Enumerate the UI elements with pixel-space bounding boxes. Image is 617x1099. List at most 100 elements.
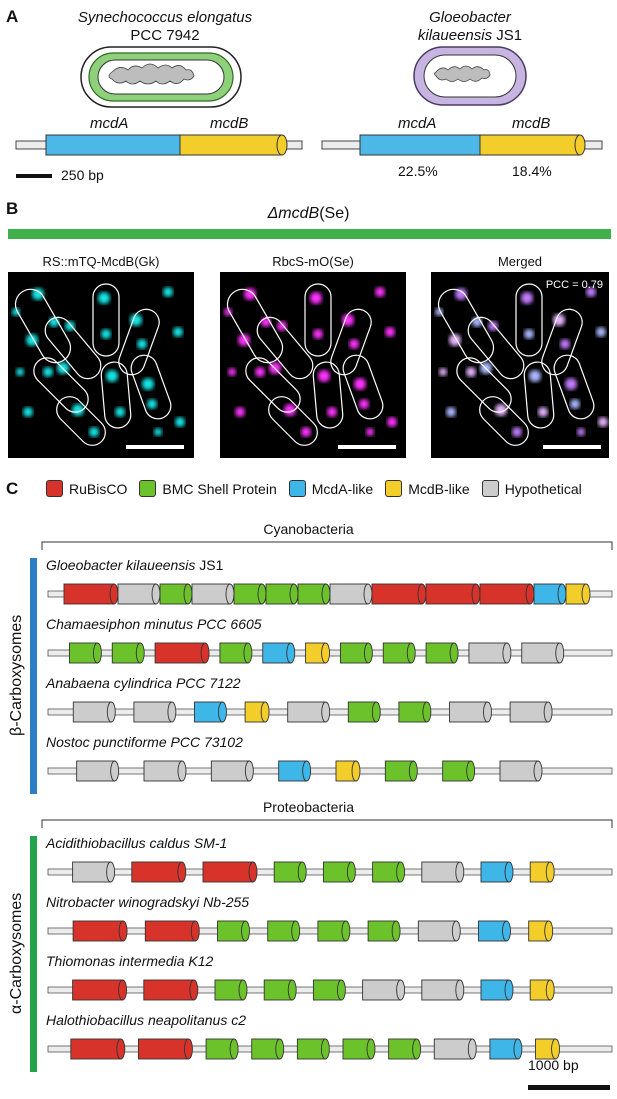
gene-cap bbox=[449, 642, 459, 664]
cell-outline bbox=[268, 396, 318, 446]
fluorescent-spot bbox=[586, 287, 596, 297]
gene-hypothetical bbox=[72, 861, 112, 883]
gene-cap bbox=[321, 642, 331, 664]
gene-hypothetical bbox=[421, 861, 461, 883]
fluorescent-spot bbox=[23, 407, 33, 417]
legend-item-2: McdA-like bbox=[288, 480, 373, 497]
gene-cap bbox=[106, 701, 116, 723]
gene-cap bbox=[116, 1038, 126, 1060]
gene-cap bbox=[177, 760, 187, 782]
mutant-header: ΔmcdB(Se) bbox=[0, 206, 617, 222]
gene-cap bbox=[543, 701, 553, 723]
gene-rubisco bbox=[131, 861, 183, 883]
gene-cap bbox=[555, 642, 565, 664]
side-bar-1 bbox=[30, 836, 37, 1072]
fluorescent-spot bbox=[224, 308, 232, 316]
gene-hypothetical bbox=[509, 701, 549, 723]
fluorescent-spot bbox=[553, 314, 565, 326]
gene-rubisco bbox=[479, 583, 531, 605]
gene-cap bbox=[502, 920, 511, 942]
gene-cap bbox=[243, 642, 253, 664]
organism-name: Acidithiobacillus caldus SM-1 bbox=[46, 835, 228, 851]
gene-cap bbox=[467, 1038, 477, 1060]
gene-cap bbox=[525, 583, 535, 605]
fluorescent-spot bbox=[98, 292, 110, 304]
gene-cap bbox=[412, 1038, 422, 1060]
group-bracket bbox=[41, 541, 613, 550]
legend-swatch bbox=[288, 480, 306, 497]
gene-cap bbox=[471, 583, 481, 605]
fluorescent-spot bbox=[560, 339, 570, 349]
cell-outline bbox=[437, 288, 495, 364]
gene-hypothetical bbox=[329, 583, 369, 605]
gene2-label-left: mcdB bbox=[210, 115, 249, 132]
fluorescent-spot bbox=[65, 321, 75, 331]
gene1-label-right: mcdA bbox=[398, 115, 437, 132]
cell-outline bbox=[33, 357, 89, 413]
fluorescent-spot bbox=[16, 368, 24, 376]
cell-outline bbox=[256, 316, 314, 380]
gene-cap bbox=[238, 979, 248, 1001]
fluorescent-spot bbox=[142, 378, 154, 390]
fluorescent-spot bbox=[446, 407, 456, 417]
org2-strain: JS1 bbox=[496, 27, 523, 44]
fluorescent-spot bbox=[488, 321, 498, 331]
cell-outline bbox=[56, 396, 106, 446]
legend-label: Hypothetical bbox=[504, 480, 582, 497]
gene-cap bbox=[244, 760, 254, 782]
gene-rubisco bbox=[154, 642, 206, 664]
gene-hypothetical bbox=[287, 701, 327, 723]
gene-cap bbox=[363, 583, 373, 605]
gene-cap bbox=[321, 583, 331, 605]
fluorescent-spot bbox=[596, 327, 606, 337]
gene-cap bbox=[321, 701, 331, 723]
org2-name-1: Gloeobacter bbox=[429, 9, 511, 26]
gene-hypothetical bbox=[76, 760, 116, 782]
legend-swatch bbox=[385, 480, 403, 497]
fluorescent-spot bbox=[375, 287, 385, 297]
organism-name: Nostoc punctiforme PCC 73102 bbox=[46, 734, 243, 750]
gene-rubisco bbox=[425, 583, 477, 605]
gene-cap bbox=[346, 861, 356, 883]
gene-cap bbox=[422, 701, 432, 723]
group-label-0: Cyanobacteria bbox=[263, 521, 354, 537]
gene-cap bbox=[396, 979, 406, 1001]
fluorescent-spot bbox=[524, 329, 534, 339]
gene-cap bbox=[391, 920, 401, 942]
cell-outline bbox=[523, 361, 555, 429]
fluorescent-spot bbox=[147, 399, 157, 409]
gene-cap bbox=[408, 760, 418, 782]
gloeobacter-cell-icon bbox=[413, 46, 527, 106]
org2-name-2: kilaueensis bbox=[417, 27, 493, 44]
legend-label: McdB-like bbox=[408, 480, 470, 497]
fluorescent-spot bbox=[318, 370, 330, 382]
gene-cap bbox=[106, 861, 116, 883]
cell-outline bbox=[479, 396, 529, 446]
gene-hypothetical bbox=[521, 642, 561, 664]
gene-hypothetical bbox=[417, 920, 457, 942]
gene-cap bbox=[184, 1038, 193, 1060]
gene-cap bbox=[151, 583, 161, 605]
gene-cap bbox=[275, 1038, 285, 1060]
gene-hypothetical bbox=[191, 583, 231, 605]
gene-map-synechococcus bbox=[15, 134, 303, 156]
legend-item-3: McdB-like bbox=[385, 480, 470, 497]
fluorescent-spot bbox=[435, 308, 443, 316]
legend-label: BMC Shell Protein bbox=[162, 480, 277, 497]
gene-cap bbox=[504, 861, 514, 883]
fluorescent-spot bbox=[106, 370, 118, 382]
micro-scale-bar bbox=[543, 445, 601, 449]
fluorescent-spot bbox=[310, 292, 322, 304]
gene-cap bbox=[167, 701, 177, 723]
image-title-merged: Merged bbox=[497, 254, 543, 269]
gene-cap bbox=[581, 583, 591, 605]
gene-cap bbox=[218, 701, 227, 723]
cell-outline bbox=[92, 283, 120, 357]
gene-cap bbox=[551, 1038, 560, 1060]
gene-hypothetical bbox=[362, 979, 402, 1001]
image-title-magenta: RbcS-mO(Se) bbox=[272, 254, 354, 269]
fluorescent-spot bbox=[565, 378, 577, 390]
fluorescent-spot bbox=[313, 329, 323, 339]
side-label-0: β-Carboxysomes bbox=[8, 614, 25, 736]
